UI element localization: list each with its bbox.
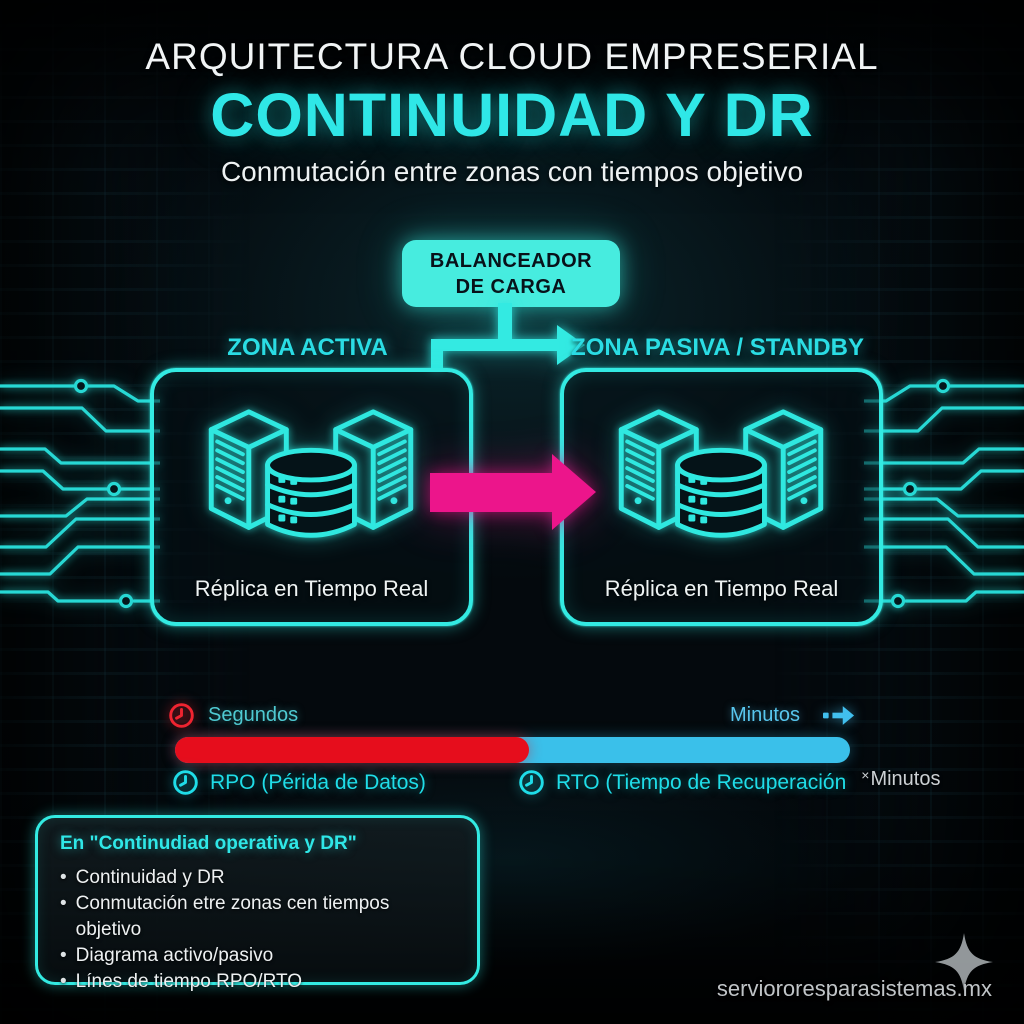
clock-icon xyxy=(168,702,195,729)
rto-label-group: RTO (Tiempo de Recuperación ×Minutos xyxy=(518,767,940,796)
bullet-icon: • xyxy=(60,893,67,914)
watermark: serviororesparasistemas.mx xyxy=(716,976,992,1001)
notes-item-text: Continuidad y DR xyxy=(75,867,225,888)
page-title: CONTINUIDAD Y DR xyxy=(210,81,814,149)
load-balancer-label-line2: DE CARGA xyxy=(455,275,567,298)
replication-arrow-icon xyxy=(430,454,596,530)
timeline-end-group: Minutos xyxy=(730,704,855,727)
notes-panel: En "Continudiad operativa y DR" • Continu… xyxy=(35,815,480,992)
notes-item-text: Diagrama activo/pasivo xyxy=(75,945,274,966)
list-item: • Conmutación etre zonas cen tiempos obje… xyxy=(60,891,455,943)
bullet-icon: • xyxy=(60,867,67,888)
zone-active-box: Réplica en Tiempo Real xyxy=(150,368,473,626)
server-cluster-icon xyxy=(191,398,431,556)
circuit-traces-right-icon xyxy=(864,370,1024,620)
load-balancer-node: BALANCEADOR DE CARGA xyxy=(402,240,620,307)
timeline-start-group: Segundos xyxy=(168,702,298,729)
bullet-icon: • xyxy=(60,945,67,966)
rto-suffix-text: Minutos xyxy=(870,767,941,790)
rto-suffix-mark: × xyxy=(861,766,870,783)
zone-passive-box: Réplica en Tiempo Real xyxy=(560,368,883,626)
timeline-end-label: Minutos xyxy=(729,704,800,726)
rto-suffix: ×Minutos xyxy=(861,767,940,791)
server-cluster-icon xyxy=(601,398,841,556)
rpo-label-group: RPO (Périda de Datos) xyxy=(172,769,426,796)
bullet-icon: • xyxy=(60,971,67,992)
rto-label: RTO (Tiempo de Recuperación xyxy=(556,770,847,794)
list-item: • Continuidad y DR xyxy=(60,865,455,891)
fast-forward-icon xyxy=(823,706,855,725)
page-kicker: ARQUITECTURA CLOUD EMPRESERIAL xyxy=(145,36,879,77)
notes-item-text: Conmutación etre zonas cen tiempos objet… xyxy=(75,893,390,940)
rpo-rto-timeline-bar xyxy=(175,737,850,763)
notes-list: • Continuidad y DR • Conmutación etre zona… xyxy=(60,865,455,995)
sparkle-icon xyxy=(935,933,993,991)
zone-active-caption: Réplica en Tiempo Real xyxy=(194,576,429,601)
load-balancer-label-line1: BALANCEADOR xyxy=(429,249,593,272)
timeline-start-label: Segundos xyxy=(208,704,299,726)
rpo-label: RPO (Périda de Datos) xyxy=(210,770,426,794)
page-subtitle: Conmutación entre zonas con tiempos obje… xyxy=(220,156,804,187)
clock-icon xyxy=(172,769,199,796)
zone-passive-label: ZONA PASIVA / STANDBY xyxy=(571,334,864,361)
load-balancer-connector-arrow-icon xyxy=(431,303,585,370)
list-item: • Línes de tiempo RPO/RTO xyxy=(60,969,455,995)
zone-active-label: ZONA ACTIVA xyxy=(227,334,388,361)
header: ARQUITECTURA CLOUD EMPRESERIAL CONTINUID… xyxy=(0,36,1024,188)
timeline-header-row: Segundos Minutos xyxy=(168,702,855,729)
clock-icon xyxy=(518,769,545,796)
notes-item-text: Línes de tiempo RPO/RTO xyxy=(75,971,303,992)
circuit-traces-left-icon xyxy=(0,370,160,620)
rpo-segment xyxy=(175,737,530,763)
notes-title: En "Continudiad operativa y DR" xyxy=(60,833,357,854)
zone-passive-caption: Réplica en Tiempo Real xyxy=(604,576,839,601)
list-item: • Diagrama activo/pasivo xyxy=(60,943,455,969)
